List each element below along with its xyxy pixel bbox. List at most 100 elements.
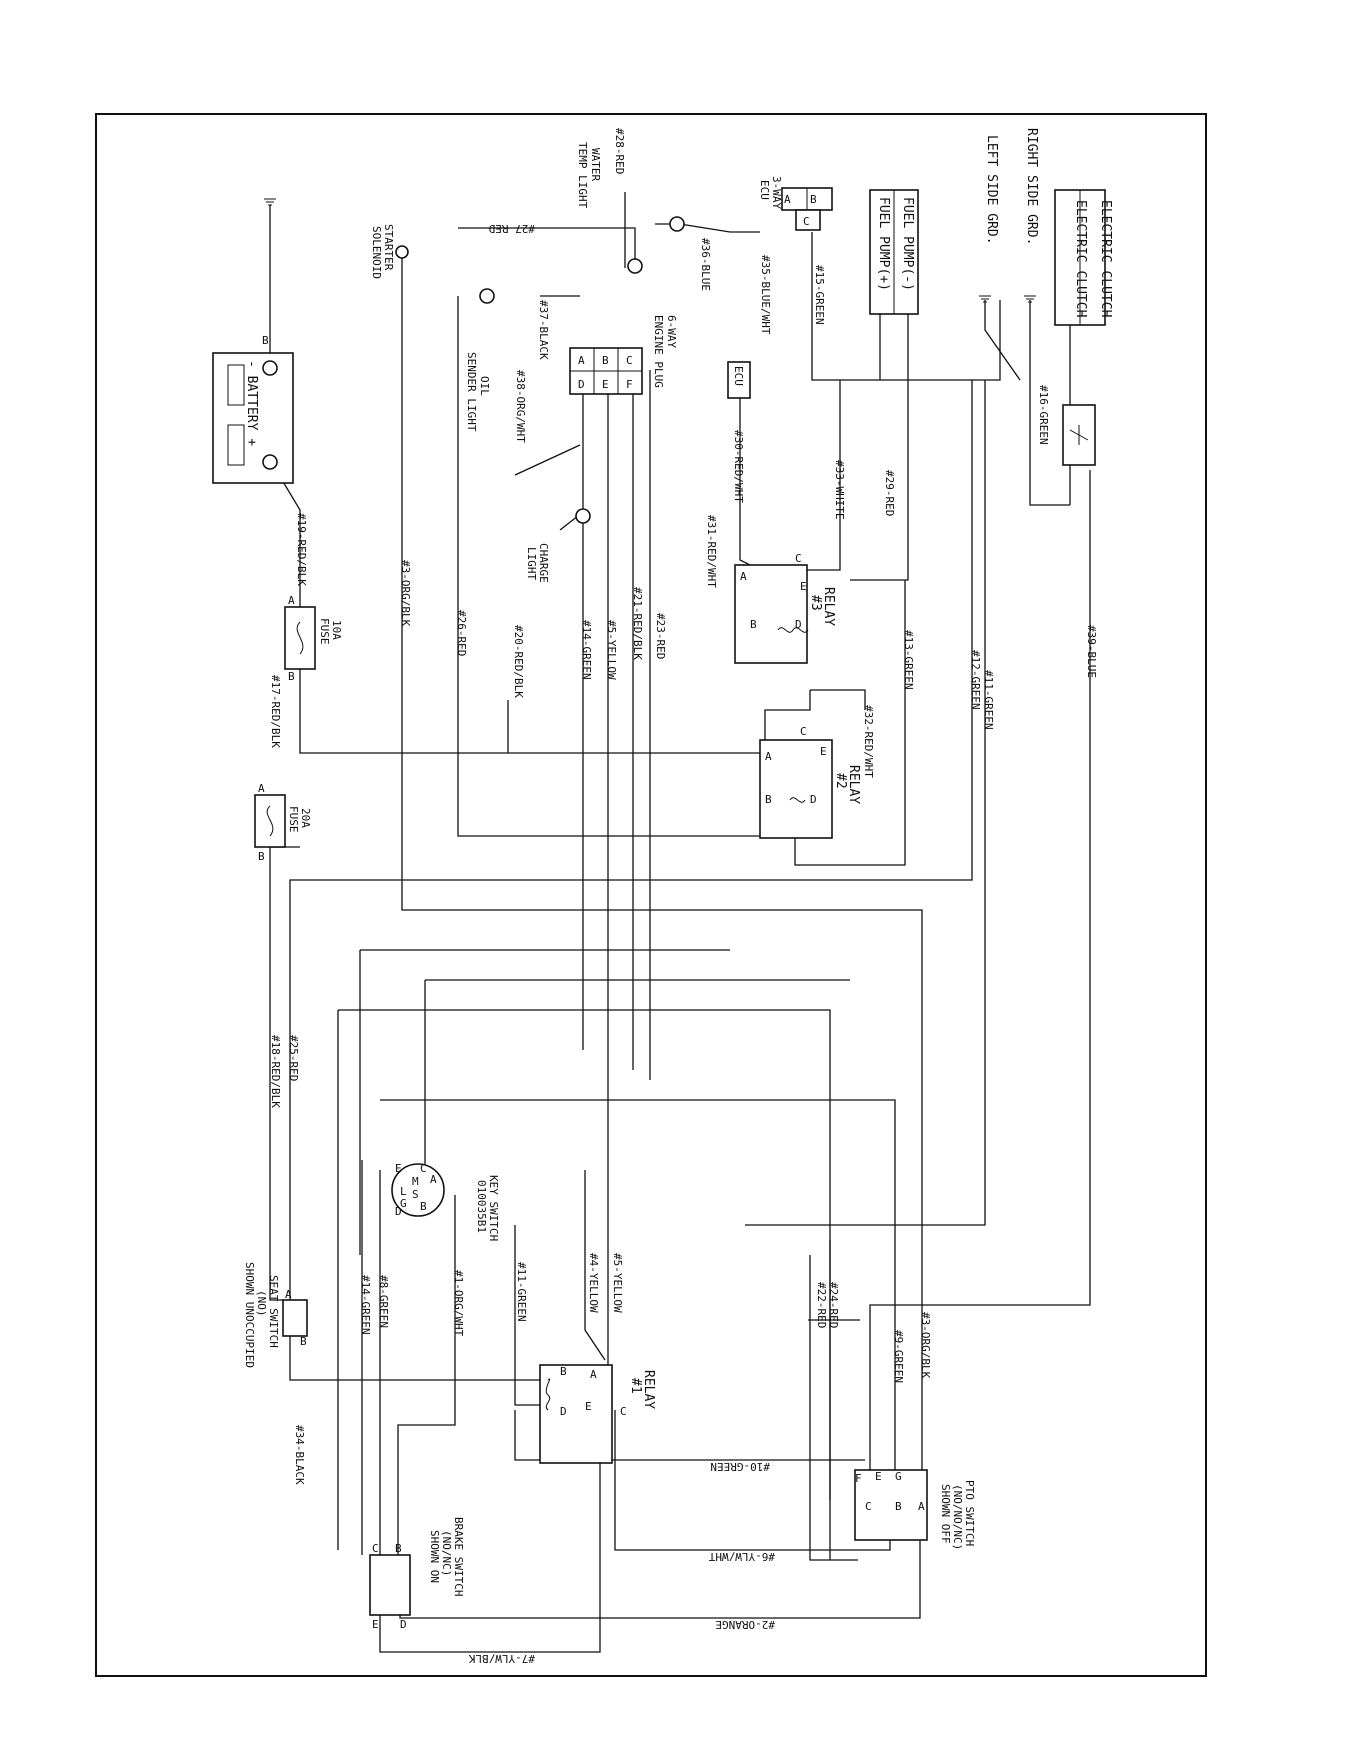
plug-pin-a: A <box>578 354 585 367</box>
relay-2 <box>759 739 833 839</box>
relay-1-coil-icon <box>545 1378 551 1411</box>
brake-b: B <box>395 1542 402 1555</box>
wire-paths <box>269 192 1091 1653</box>
relay2-c: C <box>800 725 807 738</box>
wire-label-8: #8-GREEN <box>377 1275 390 1328</box>
wire-17-feed <box>299 669 765 754</box>
relay-1 <box>539 1364 613 1464</box>
relay-1-label-2: #1 <box>628 1378 643 1394</box>
starter-solenoid <box>395 245 409 259</box>
fuse-10a-label-1: 10A <box>330 620 343 640</box>
battery-cell-2 <box>227 424 245 466</box>
pto-g: G <box>895 1470 902 1483</box>
wire-label-14b: #14-GREEN <box>359 1275 372 1335</box>
wire-38 <box>514 444 581 476</box>
wire-label-3b: #3-ORG/BLK <box>919 1312 932 1379</box>
wire-label-17: #17-RED/BLK <box>269 675 282 748</box>
relay1-e: E <box>585 1400 592 1413</box>
fuse-20a-a: A <box>258 782 265 795</box>
seat-switch-label-2: (NO) <box>255 1290 268 1317</box>
fuse-10a-a: A <box>288 594 295 607</box>
relay1-a: A <box>590 1368 597 1381</box>
wire-label-7: #7-YLW/BLK <box>468 1652 535 1665</box>
seat-switch-label-1: SEAT SWITCH <box>267 1275 280 1348</box>
seat-switch <box>282 1299 308 1337</box>
fuse-20a-b: B <box>258 850 265 863</box>
wire-label-3: #3-ORG/BLK <box>399 560 412 627</box>
key-a: A <box>430 1173 437 1186</box>
wire-label-24: #24-RED <box>827 1282 840 1328</box>
engine-plug <box>569 347 643 395</box>
relay-1-label-1: RELAY <box>641 1370 656 1409</box>
wire-27 <box>458 227 636 272</box>
left-side-grd-label: LEFT SIDE GRD. <box>984 135 999 245</box>
oil-sender-label-2: SENDER LIGHT <box>465 352 478 432</box>
diode-icon <box>1069 425 1089 445</box>
wire-label-11b: #11-GREEN <box>515 1262 528 1322</box>
ecu-3way-c-pin <box>795 209 821 231</box>
wire-label-13: #13-GREEN <box>902 630 915 690</box>
water-temp-label-1: WATER <box>589 148 602 181</box>
wire-39 <box>869 470 1091 1475</box>
relay-3-label-2: #3 <box>808 595 823 611</box>
relay2-a: A <box>765 750 772 763</box>
wire-22 <box>809 1255 858 1561</box>
electric-clutch-label-1: ELECTRIC CLUTCH <box>1073 200 1088 317</box>
labels: ELECTRIC CLUTCH ELECTRIC CLUTCH RIGHT SI… <box>243 128 1113 1665</box>
pto-c: C <box>865 1500 872 1513</box>
relay1-d: D <box>560 1405 567 1418</box>
ecu-pin-c: C <box>803 215 810 228</box>
wire-label-20: #20-RED/BLK <box>512 625 525 698</box>
battery-cell-1 <box>227 364 245 406</box>
ecu-3way-label-1: 3-WAY <box>770 176 783 209</box>
wire-9-frame <box>380 1099 896 1480</box>
fuse-10a-label-2: FUSE <box>318 618 331 645</box>
wire-label-39: #39-BLUE <box>1085 625 1098 678</box>
battery-label: - BATTERY + <box>244 360 259 446</box>
temp-sender <box>669 216 685 232</box>
wire-label-11: #11-GREEN <box>982 670 995 730</box>
plug-pin-c: C <box>626 354 633 367</box>
relay-2-label-2: #2 <box>833 773 848 789</box>
relay-2-label-1: RELAY <box>846 765 861 804</box>
key-c: C <box>420 1162 427 1175</box>
brake-switch-label-2: (NO/NC) <box>440 1530 453 1576</box>
battery-pos-terminal <box>262 454 278 470</box>
relay-3-coil-icon <box>777 627 809 633</box>
wire-13 <box>794 580 906 866</box>
brake-switch-label-1: BRAKE SWITCH <box>452 1517 465 1596</box>
wire-24-frame <box>338 1009 831 1560</box>
wire-11-lower <box>514 1225 540 1406</box>
engine-plug-label-1: 6-WAY <box>665 315 678 348</box>
wire-15 <box>811 232 1001 381</box>
wire-label-30: #30-RED/WHT <box>732 430 745 503</box>
wire-label-9: #9-GREEN <box>892 1330 905 1383</box>
relay2-d: D <box>810 793 817 806</box>
relay-3-label-1: RELAY <box>821 587 836 626</box>
wire-label-12: #12-GREEN <box>969 650 982 710</box>
fuse-20a-label-2: FUSE <box>287 806 300 833</box>
key-s: S <box>412 1188 419 1201</box>
diagram-border <box>95 113 1207 1677</box>
relay2-e: E <box>820 745 827 758</box>
wire-label-5: #5-YELLOW <box>605 620 618 680</box>
wire-16 <box>1029 300 1070 506</box>
relay-3 <box>734 564 808 664</box>
wire-32 <box>810 689 866 710</box>
key-switch-label-1: KEY SWITCH <box>487 1175 500 1241</box>
wire-10 <box>514 1410 865 1461</box>
seat-a: A <box>285 1288 292 1301</box>
oil-sender-light <box>479 288 495 304</box>
wire-label-5b: #5-YELLOW <box>611 1253 624 1313</box>
seat-b: B <box>300 1335 307 1348</box>
brake-switch-label-3: SHOWN ON <box>428 1530 441 1583</box>
wire-6 <box>614 1410 891 1551</box>
right-ground-icon <box>1024 295 1036 303</box>
relay3-b: B <box>750 618 757 631</box>
battery-ground-icon <box>264 198 276 206</box>
oil-sender-label-1: OIL <box>478 376 491 396</box>
wire-label-38: #38-ORG/WHT <box>514 370 527 443</box>
wire-label-6: #6-YLW/WHT <box>708 1550 775 1563</box>
starter-solenoid-label-1: STARTER <box>382 224 395 271</box>
relay3-e: E <box>800 580 807 593</box>
